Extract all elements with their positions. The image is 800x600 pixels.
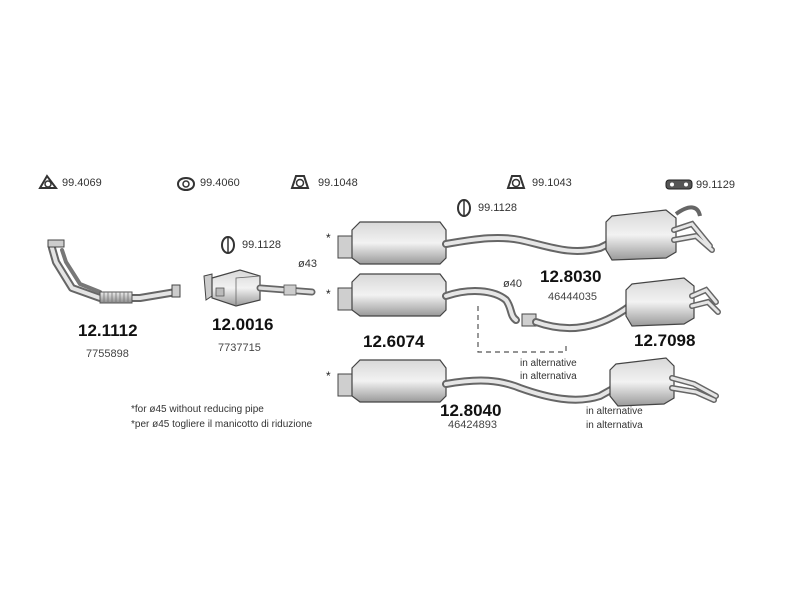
part-code: 12.7098 xyxy=(634,331,696,350)
asterisk-marker: * xyxy=(326,231,331,245)
gasket-code: 99.1043 xyxy=(532,177,572,189)
rear-silencer-icon xyxy=(337,205,715,265)
alternative-note: in alternative xyxy=(586,406,643,417)
double-ring-hanger-icon xyxy=(221,236,235,254)
gasket-code: 99.1048 xyxy=(318,177,358,189)
rear-silencer-icon xyxy=(521,277,721,333)
oem-number: 7737715 xyxy=(218,342,261,354)
oval-gasket-icon xyxy=(176,177,196,191)
alternative-dashed-bracket xyxy=(477,306,567,353)
diameter-label: ø40 xyxy=(503,278,522,290)
hanger-strap-icon xyxy=(665,179,693,190)
gasket-code: 99.4069 xyxy=(62,177,102,189)
oem-number: 7755898 xyxy=(86,348,129,360)
asterisk-marker: * xyxy=(326,287,331,301)
gasket-code: 99.1128 xyxy=(478,202,517,214)
double-ring-hanger-icon xyxy=(457,199,471,217)
gasket-code: 99.4060 xyxy=(200,177,240,189)
gasket-code: 99.1129 xyxy=(696,179,735,191)
part-code: 12.6074 xyxy=(363,332,425,351)
oem-number: 46424893 xyxy=(448,419,497,431)
alternative-note: in alternativa xyxy=(586,420,643,431)
ring-gasket-icon xyxy=(38,174,58,189)
alternative-note: in alternative xyxy=(520,358,577,369)
footnote-italian: *per ø45 togliere il manicotto di riduzi… xyxy=(131,419,313,430)
hanger-rubber-icon xyxy=(290,175,310,189)
alternative-note: in alternativa xyxy=(520,371,577,382)
middle-silencer-icon xyxy=(337,273,520,324)
front-pipe-icon xyxy=(47,239,181,304)
asterisk-marker: * xyxy=(326,369,331,383)
part-code: 12.1112 xyxy=(78,321,138,340)
diameter-label: ø43 xyxy=(298,258,317,270)
rear-silencer-icon xyxy=(337,357,719,407)
footnote-english: *for ø45 without reducing pipe xyxy=(131,404,264,415)
gasket-code: 99.1128 xyxy=(242,239,281,251)
oem-number: 46444035 xyxy=(548,291,597,303)
part-code: 12.8030 xyxy=(540,267,602,286)
part-code: 12.8040 xyxy=(440,401,502,420)
hanger-rubber-icon xyxy=(506,175,526,189)
catalytic-converter-icon xyxy=(203,269,316,307)
part-code: 12.0016 xyxy=(212,315,274,334)
